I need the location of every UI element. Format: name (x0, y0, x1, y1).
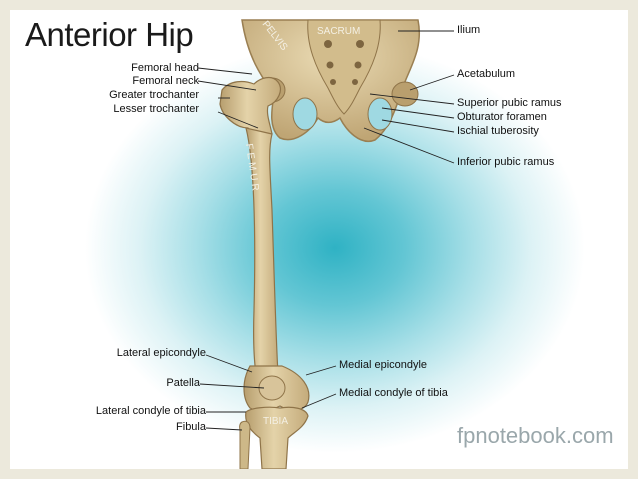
label-femoral-neck: Femoral neck (132, 75, 199, 87)
label-fibula: Fibula (176, 421, 206, 433)
label-femoral-head: Femoral head (131, 62, 199, 74)
label-greater-trochanter: Greater trochanter (109, 89, 199, 101)
tibia-fibula (239, 406, 309, 469)
label-acetabulum: Acetabulum (457, 68, 516, 80)
label-medial-epicondyle: Medial epicondyle (339, 359, 428, 371)
femur (219, 76, 310, 412)
label-ischial-tuberosity: Ischial tuberosity (457, 125, 539, 137)
sacrum-bone-label: SACRUM (317, 26, 360, 37)
label-lesser-trochanter: Lesser trochanter (113, 103, 199, 115)
tibia-bone-label: TIBIA (263, 416, 288, 427)
page-title: Anterior Hip (25, 16, 194, 53)
leader-lines (197, 30, 455, 431)
anatomy-illustration: PELVIS SACRUM FEMUR TIBIA (197, 19, 455, 469)
label-patella: Patella (166, 377, 200, 389)
slide: PELVIS SACRUM FEMUR TIBIA Anterior Hip F… (10, 10, 628, 469)
label-inferior-pubic-ramus: Inferior pubic ramus (457, 156, 555, 168)
label-obturator-foramen: Obturator foramen (457, 111, 547, 123)
watermark: fpnotebook.com (457, 423, 614, 448)
label-lateral-epicondyle: Lateral epicondyle (116, 347, 206, 359)
label-lateral-condyle-of-tibia: Lateral condyle of tibia (95, 405, 206, 417)
label-ilium: Ilium (457, 24, 481, 36)
label-superior-pubic-ramus: Superior pubic ramus (457, 97, 562, 109)
label-medial-condyle-of-tibia: Medial condyle of tibia (339, 387, 448, 399)
